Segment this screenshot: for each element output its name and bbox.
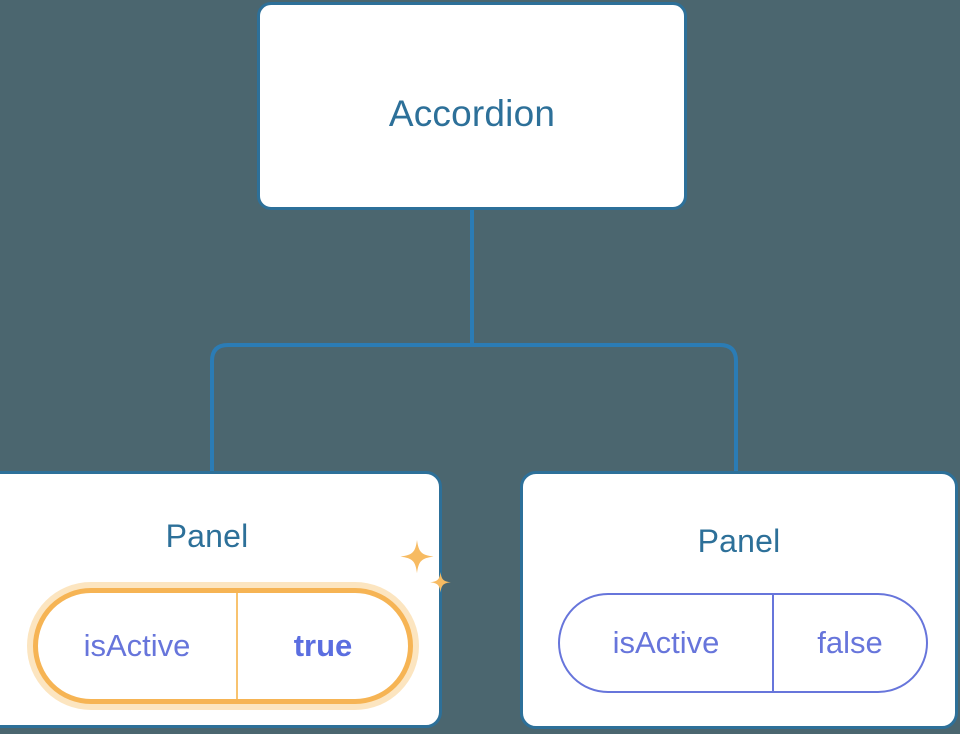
prop-pill-isactive-true[interactable]: isActive true bbox=[33, 588, 413, 704]
prop-key-label: isActive bbox=[38, 593, 238, 699]
node-panel-inactive-title: Panel bbox=[697, 523, 781, 559]
prop-pill-isactive-false[interactable]: isActive false bbox=[558, 593, 928, 693]
node-panel-active[interactable]: Panel isActive true bbox=[0, 471, 442, 728]
node-panel-active-title: Panel bbox=[165, 518, 249, 554]
prop-value-label: false bbox=[817, 625, 883, 660]
prop-value-label: true bbox=[293, 628, 353, 663]
node-panel-inactive[interactable]: Panel isActive false bbox=[520, 471, 958, 729]
node-accordion-title: Accordion bbox=[388, 93, 556, 134]
edge-bus-to-panel-right bbox=[472, 343, 738, 471]
edge-bus-to-panel-left bbox=[210, 343, 472, 471]
prop-key-label: isActive bbox=[560, 595, 774, 691]
node-accordion[interactable]: Accordion bbox=[257, 2, 687, 210]
